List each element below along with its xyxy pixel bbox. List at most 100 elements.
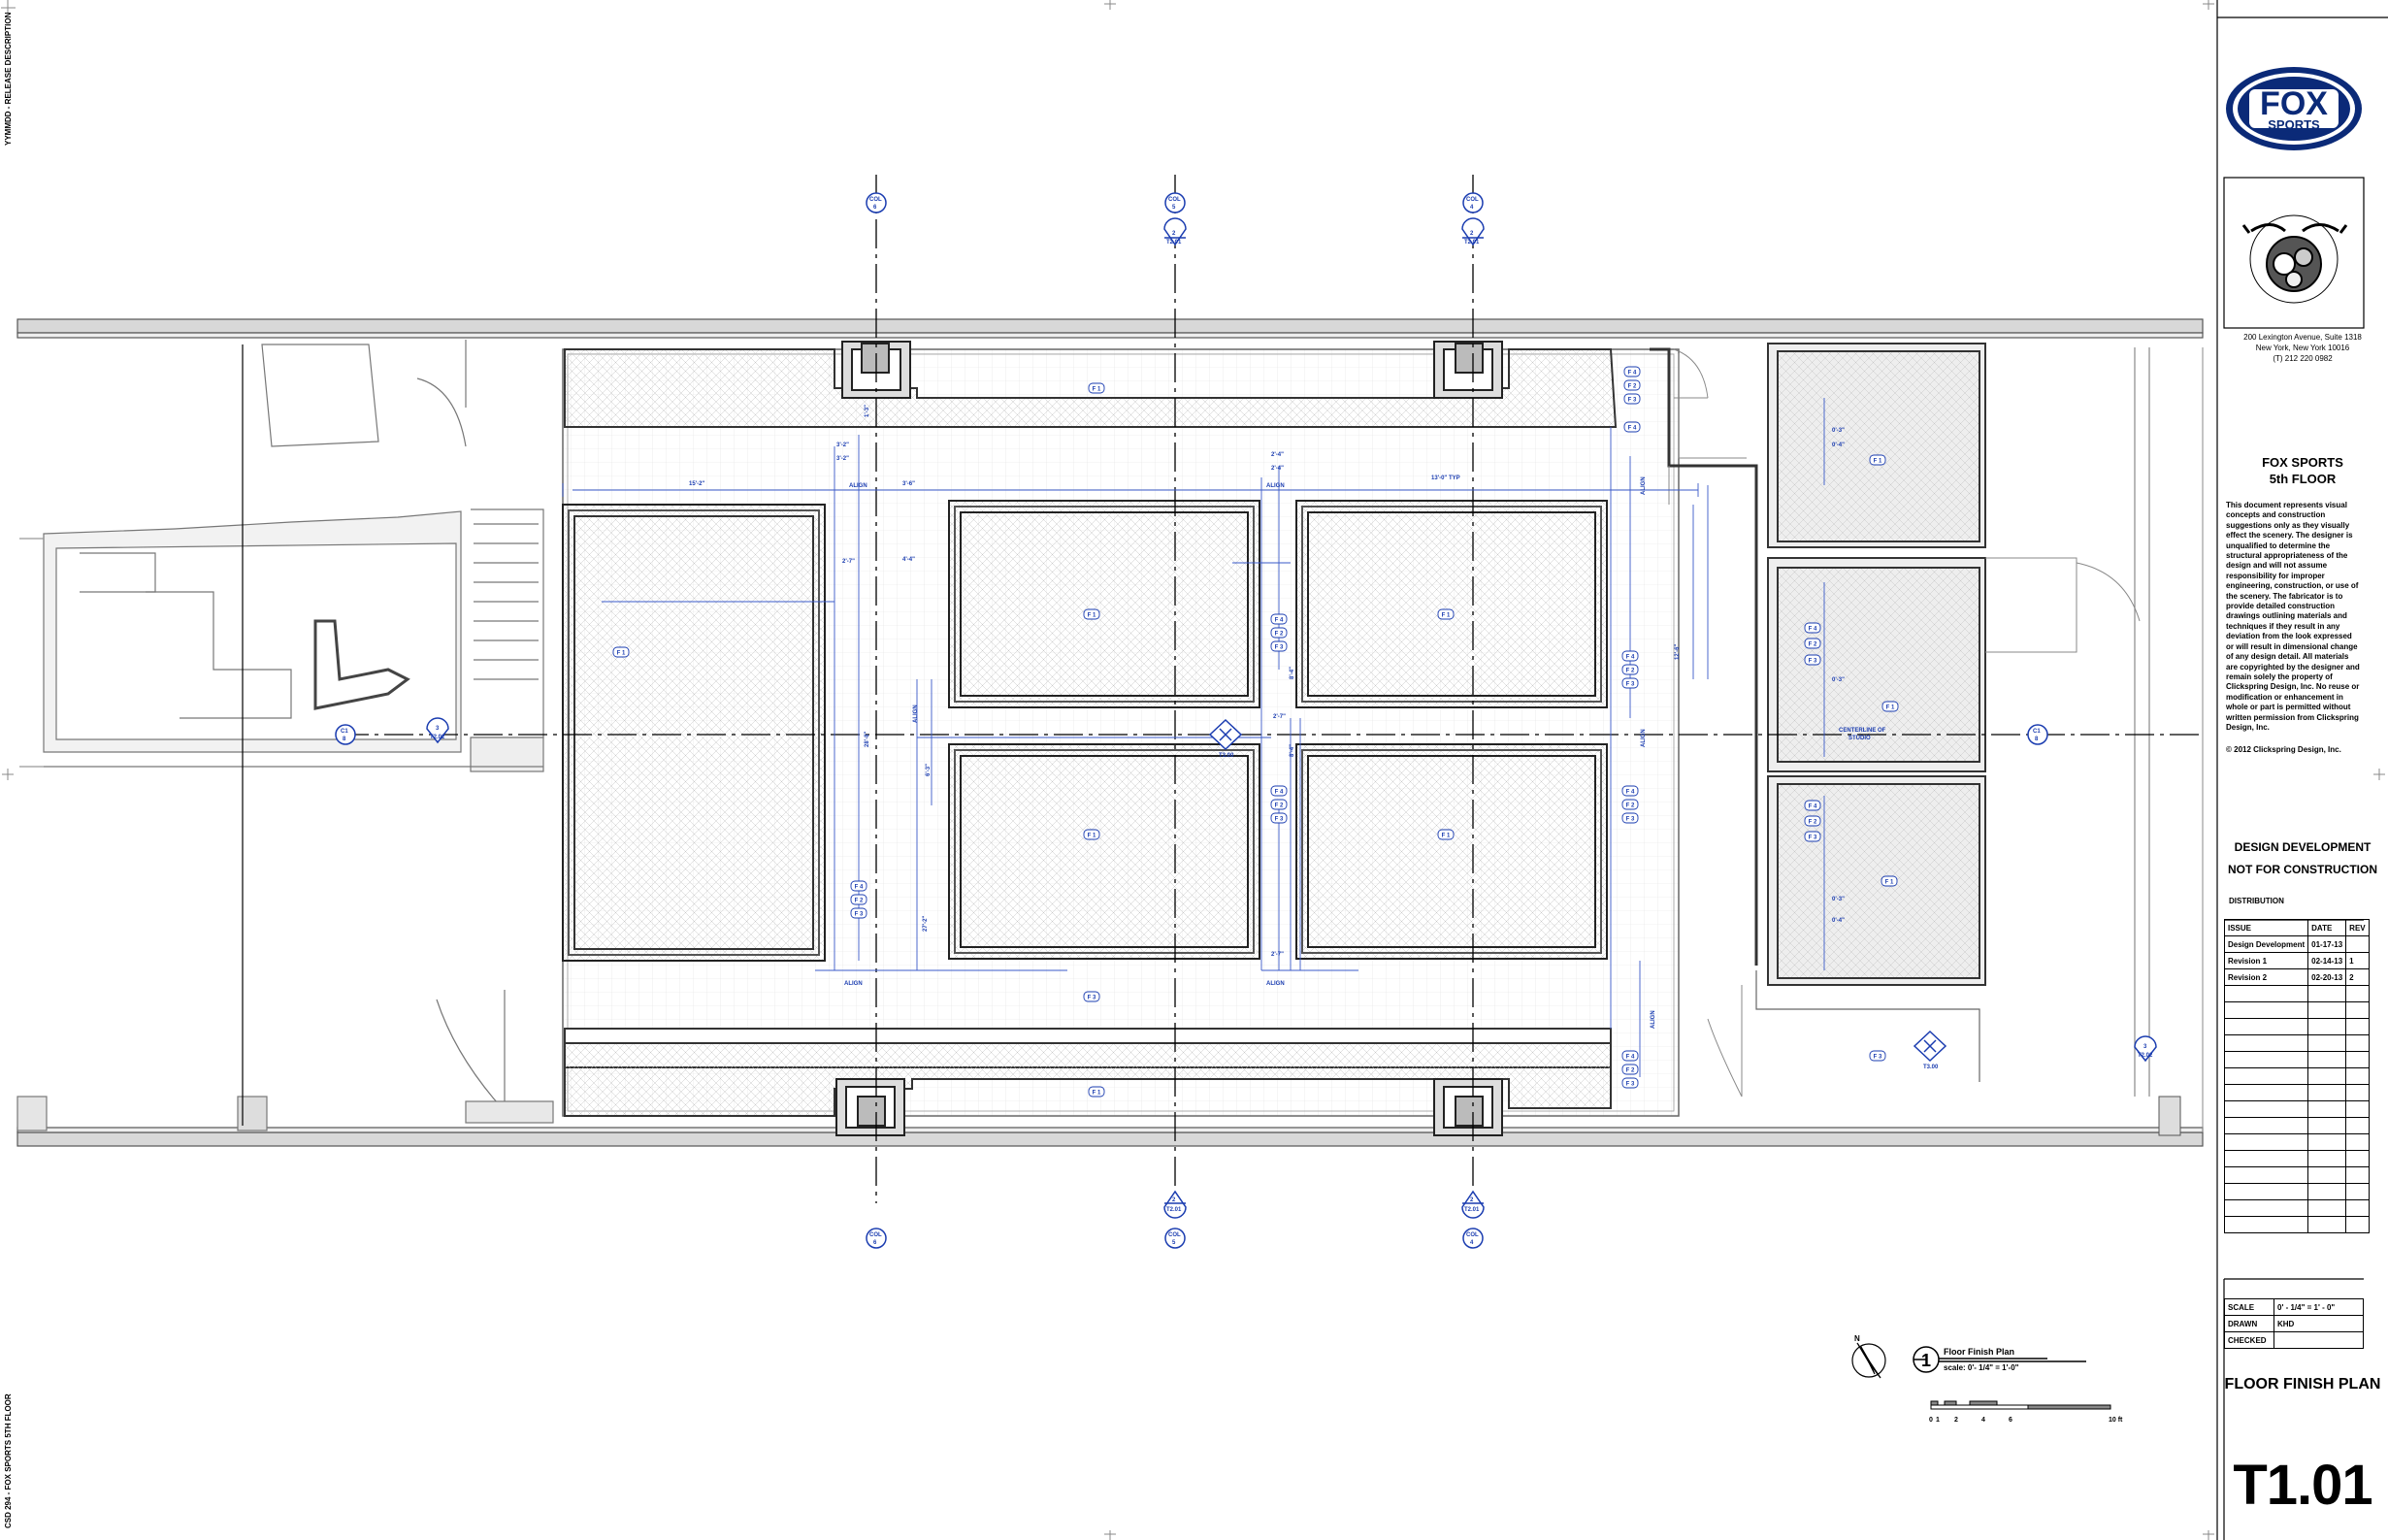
header-issue: ISSUE	[2223, 919, 2309, 936]
svg-text:T3.00: T3.00	[1923, 1065, 1939, 1070]
dim-right-3: 0'-3"	[1832, 677, 1845, 683]
finish-tag-box	[1270, 640, 1288, 652]
finish-tag-box	[1881, 875, 1898, 887]
finish-tag: F 1	[1442, 613, 1451, 619]
scale-bar-label: 10 ft	[2109, 1417, 2123, 1424]
svg-text:T2.01: T2.01	[1166, 240, 1182, 246]
finish-tag: F 2	[1628, 384, 1637, 390]
dim-28-8: 28'-8"	[865, 732, 870, 747]
finish-tag: F 4	[1275, 618, 1284, 624]
sheet-title: FLOOR FINISH PLAN	[2224, 1376, 2381, 1393]
finish-tag: F 4	[1628, 426, 1637, 432]
finish-tag: F 2	[1809, 820, 1817, 826]
issue-header-row: ISSUE DATE REV	[2223, 919, 2370, 936]
checked-row: CHECKED	[2224, 1331, 2364, 1349]
svg-text:T2.01: T2.01	[1464, 1207, 1480, 1213]
row-tag: C1	[2033, 729, 2041, 735]
finish-tag: F 3	[1809, 659, 1817, 665]
finish-tag-box	[1804, 654, 1821, 666]
svg-text:T3.00: T3.00	[1219, 753, 1234, 759]
drawn-row: DRAWN KHD	[2224, 1315, 2364, 1332]
issue-row: Revision 1 02-14-13 1	[2223, 952, 2370, 969]
disclaimer-text: This document represents visual concepts…	[2226, 501, 2360, 732]
finish-tag-box	[1804, 815, 1821, 827]
svg-text:T2.01: T2.01	[1166, 1207, 1182, 1213]
address-line-1: 200 Lexington Avenue, Suite 1318	[2243, 333, 2362, 342]
dim-12-6: 12'-6"	[1675, 644, 1681, 660]
finish-tag-box	[1804, 622, 1821, 634]
finish-tag-box	[1437, 608, 1455, 620]
finish-tag-box	[1621, 664, 1639, 675]
issue-name: Revision 2	[2223, 968, 2309, 986]
issue-row: Revision 2 02-20-13 2	[2223, 968, 2370, 986]
finish-tag-box	[1623, 379, 1641, 391]
finish-tag: F 1	[1093, 387, 1101, 393]
note-align: ALIGN	[1641, 476, 1647, 495]
address-line-2: New York, New York 10016	[2255, 344, 2350, 352]
note-align: ALIGN	[849, 483, 867, 489]
finish-tag: F 4	[855, 885, 864, 891]
col-tag: COL	[869, 1232, 882, 1238]
svg-text:2: 2	[1470, 1197, 1474, 1203]
finish-tag-box	[1270, 812, 1288, 824]
drawn-label: DRAWN	[2224, 1315, 2274, 1332]
finish-tag: F 4	[1809, 627, 1817, 633]
sheet-meta-table: SCALE 0' - 1/4" = 1' - 0" DRAWN KHD CHEC…	[2224, 1298, 2364, 1349]
finish-tag: F 1	[1874, 459, 1882, 465]
note-centerline: CENTERLINE OF	[1839, 728, 1886, 734]
svg-text:3: 3	[2143, 1044, 2147, 1050]
finish-tag: F 3	[1628, 398, 1637, 404]
finish-tag-box	[1270, 627, 1288, 639]
elevation-tags: 2T2.01 2T2.01 2T2.01 2T2.01 3T2.02 3T2.0…	[426, 217, 2157, 1219]
finish-tag-box	[1083, 991, 1100, 1002]
note-align: ALIGN	[1641, 729, 1647, 747]
project-title-2: 5th FLOOR	[2269, 472, 2337, 486]
col-tag: COL	[1168, 1232, 1181, 1238]
finish-tag-box	[1804, 800, 1821, 811]
finish-tag-box	[1621, 677, 1639, 689]
issue-name: Design Development	[2223, 935, 2309, 953]
finish-tag: F 3	[1874, 1055, 1882, 1061]
dim-2-4a: 2'-4"	[1271, 452, 1284, 458]
grid-lines	[340, 175, 2203, 1203]
finish-tag-box	[850, 880, 867, 892]
finish-tag-box	[850, 894, 867, 905]
issue-date: 02-20-13	[2307, 968, 2347, 986]
finish-tag: F 3	[1088, 996, 1096, 1001]
finish-tag: F 1	[1886, 705, 1895, 711]
svg-text:T2.02: T2.02	[2138, 1053, 2153, 1059]
note-align: ALIGN	[913, 704, 919, 723]
issue-name: Revision 1	[2223, 952, 2309, 969]
view-scale: scale: 0'- 1/4" = 1'-0"	[1944, 1363, 2019, 1372]
dim-8-4b: 8'-4"	[1290, 667, 1295, 679]
dim-right-4: 0'-3"	[1832, 897, 1845, 902]
issue-rev	[2345, 935, 2370, 953]
finish-tag-box	[1621, 650, 1639, 662]
scale-bar-label: 0	[1929, 1417, 1933, 1424]
finish-tag: F 1	[1088, 834, 1096, 839]
finish-tag: F 2	[1626, 1068, 1635, 1074]
svg-text:2: 2	[1470, 231, 1474, 237]
left-rooms	[16, 340, 554, 1131]
finish-tag-box	[1881, 701, 1899, 712]
dim-15-2: 15'-2"	[689, 481, 704, 487]
drawn-value: KHD	[2274, 1315, 2364, 1332]
finish-tag-box	[1621, 1064, 1639, 1075]
finish-tag-box	[1437, 829, 1455, 840]
address-line-3: (T) 212 220 0982	[2273, 354, 2333, 363]
copyright: © 2012 Clickspring Design, Inc.	[2226, 745, 2341, 754]
scale-bar-label: 6	[2009, 1417, 2012, 1424]
finish-tag: F 2	[855, 899, 864, 904]
finish-tag: F 2	[1626, 669, 1635, 674]
issue-rev: 2	[2345, 968, 2370, 986]
status-design-development: DESIGN DEVELOPMENT	[2234, 840, 2372, 854]
dim-13-0: 13'-0" TYP	[1431, 475, 1460, 481]
issue-rev: 1	[2345, 952, 2370, 969]
status-not-for-construction: NOT FOR CONSTRUCTION	[2228, 863, 2377, 876]
dimension-labels: 1'-3" 15'-2" 3'-2" 3'-2" 3'-6" 2'-7" 4'-…	[689, 405, 1845, 958]
issue-row: Design Development 01-17-13	[2223, 935, 2370, 953]
dim-2-4b: 2'-4"	[1271, 466, 1284, 472]
